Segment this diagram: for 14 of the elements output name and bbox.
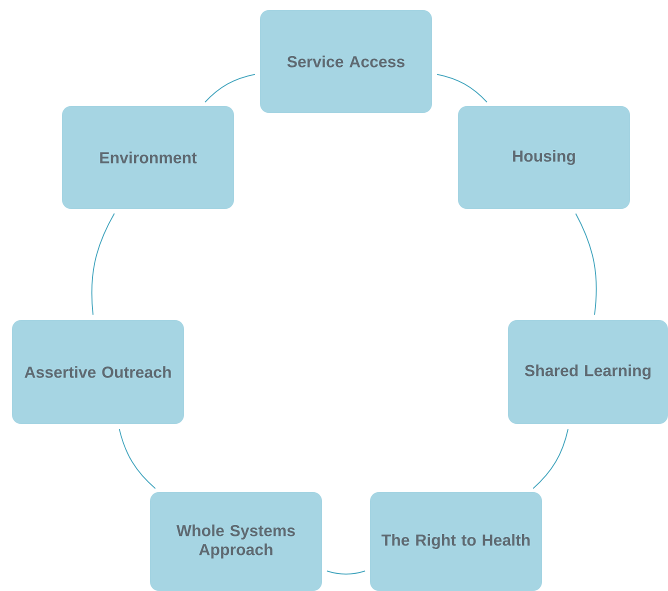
connector-arc (204, 74, 256, 103)
topic-box: The Right to Health (370, 492, 542, 591)
connector-arc (118, 428, 156, 490)
topic-box: Assertive Outreach (12, 320, 184, 424)
connector-arc (532, 428, 569, 489)
connector-arc (91, 213, 115, 316)
topic-box: Housing (458, 106, 630, 209)
topic-box: Shared Learning (508, 320, 668, 424)
connector-arc (575, 213, 597, 316)
topic-box: Environment (62, 106, 234, 209)
connector-arc (326, 570, 366, 575)
topic-box: Service Access (260, 10, 432, 113)
connector-arc (436, 74, 488, 103)
topic-box: Whole Systems Approach (150, 492, 322, 591)
